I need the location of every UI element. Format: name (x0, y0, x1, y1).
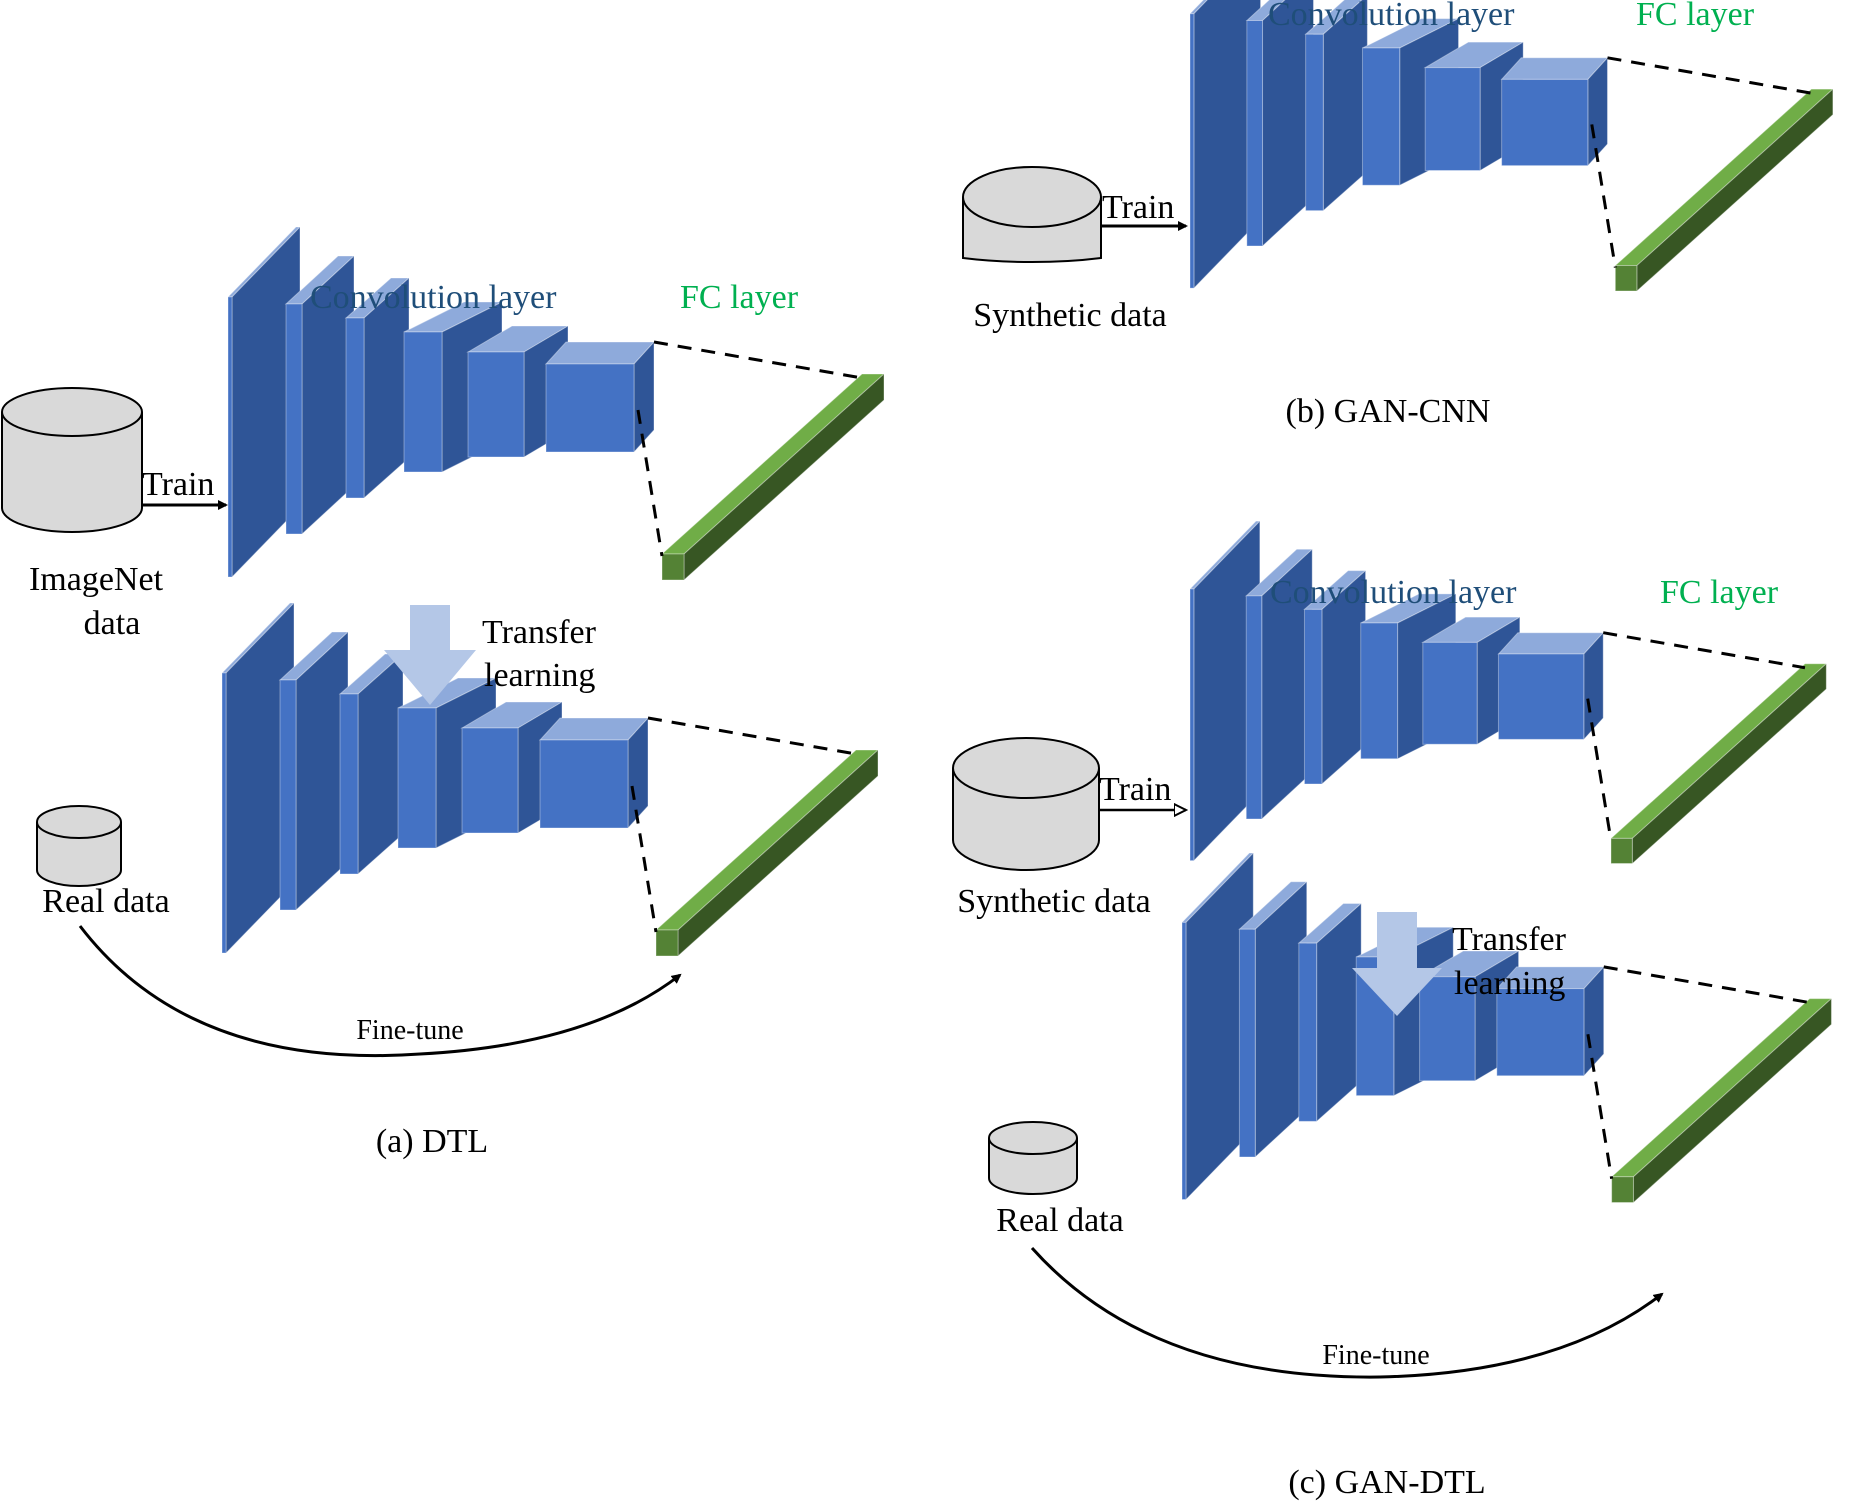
panel-c: Train Synthetic data Convolution layer F… (952, 519, 1833, 1501)
conv-block-6-front (1501, 78, 1589, 167)
caption-b: (b) GAN-CNN (1286, 393, 1491, 430)
caption-c: (c) GAN-DTL (1288, 1464, 1485, 1501)
conv-block-3-front (339, 693, 359, 875)
connector-dashed-upper (653, 340, 863, 380)
finetune-label-c: Fine-tune (1322, 1340, 1429, 1371)
fc-bar-side (683, 372, 885, 582)
connector-dashed-upper (1602, 631, 1806, 670)
synthetic-database-icon-b (962, 166, 1102, 264)
connector-dashed-upper (1603, 965, 1810, 1005)
fc-bar-front (661, 553, 685, 581)
finetune-arrow-c (1030, 1246, 1664, 1379)
panel-a-bottom-network (220, 601, 880, 958)
fc-layer-label-a: FC layer (680, 279, 799, 316)
transfer-label-a-line1: Transfer (482, 614, 597, 651)
fc-bar-front (1614, 265, 1638, 292)
caption-a: (a) DTL (376, 1123, 488, 1160)
connector-dashed-lower (630, 785, 658, 933)
conv-layer-label-c: Convolution layer (1270, 574, 1517, 611)
transfer-arrow-a (384, 605, 476, 705)
imagenet-label-line1: ImageNet (29, 561, 164, 598)
connector-dashed-lower (1590, 124, 1617, 268)
train-label-a: Train (142, 466, 214, 503)
conv-block-4-front (403, 331, 443, 473)
panel-c-top-network (1188, 519, 1828, 865)
connector-dashed-lower (636, 409, 664, 557)
panel-b-network (1188, 0, 1835, 293)
transfer-arrow-c (1352, 912, 1442, 1016)
conv-block-1-front (221, 672, 227, 954)
conv-block-4-front (1360, 622, 1399, 760)
transfer-label-c-line1: Transfer (1452, 921, 1567, 958)
connector-dashed-upper (1607, 56, 1812, 95)
conv-block-1-front (1189, 13, 1195, 289)
conv-block-5-front (467, 351, 525, 458)
fc-bar-side (1636, 88, 1834, 293)
real-data-database-icon-a (36, 805, 122, 887)
panel-b: Train Synthetic data Convolution layer F… (962, 0, 1835, 430)
conv-block-6-front (539, 739, 629, 829)
conv-block-1-front (227, 296, 233, 578)
conv-block-6-front (1496, 988, 1585, 1077)
finetune-label-a: Fine-tune (356, 1015, 463, 1046)
conv-block-2-front (1245, 595, 1263, 820)
transfer-label-c-line2: learning (1454, 965, 1565, 1002)
conv-block-5-front (461, 727, 519, 834)
conv-block-6-front (545, 363, 635, 453)
fc-bar-top (654, 749, 880, 931)
fc-bar-front (1611, 1176, 1634, 1204)
conv-block-1-front (1181, 921, 1187, 1201)
train-label-b: Train (1102, 189, 1174, 226)
synthetic-label-c: Synthetic data (957, 883, 1151, 920)
imagenet-database-icon (1, 387, 143, 533)
real-data-label-c: Real data (996, 1202, 1123, 1239)
conv-block-3-front (1303, 608, 1323, 785)
fc-bar-side (677, 748, 879, 958)
conv-block-2-front (1238, 928, 1256, 1158)
conv-block-5-front (1422, 641, 1478, 745)
conv-block-6-front (1497, 653, 1585, 740)
conv-block-2-front (285, 303, 303, 535)
conv-block-4-front (1361, 47, 1401, 186)
connector-dashed-upper (647, 716, 857, 756)
finetune-arrow-a (78, 925, 682, 1058)
conv-block-4-front (397, 707, 437, 849)
train-label-c: Train (1099, 771, 1171, 808)
conv-block-3-front (1298, 942, 1318, 1122)
conv-layer-label-a: Convolution layer (310, 279, 557, 316)
real-data-label-a: Real data (42, 883, 169, 920)
imagenet-label-line2: data (84, 605, 141, 642)
fc-bar-top (1609, 663, 1828, 839)
connector-dashed-lower (1586, 1033, 1614, 1180)
conv-block-5-front (1419, 976, 1476, 1082)
transfer-label-a-line2: learning (484, 657, 595, 694)
fc-bar-side (1631, 662, 1827, 865)
conv-layer-label-b: Convolution layer (1268, 0, 1515, 33)
panel-c-bottom-network (1180, 851, 1833, 1204)
fc-layer-label-b: FC layer (1636, 0, 1755, 33)
fc-bar-front (655, 929, 679, 957)
fc-bar-top (1610, 998, 1833, 1178)
conv-block-3-front (1305, 33, 1324, 212)
panel-a: Train ImageNet data Convolution layer FC… (1, 225, 886, 1160)
conv-block-1-front (1189, 588, 1195, 862)
conv-block-2-front (279, 679, 297, 911)
conv-block-3-front (345, 317, 365, 499)
conv-block-2-front (1246, 20, 1264, 247)
panel-a-top-network (226, 225, 886, 582)
fc-bar-top (660, 373, 886, 555)
synthetic-database-icon-c (952, 737, 1100, 871)
fc-bar-side (1632, 997, 1832, 1204)
fc-layer-label-c: FC layer (1660, 574, 1779, 611)
fc-bar-top (1614, 88, 1835, 267)
conv-block-5-front (1424, 67, 1481, 171)
synthetic-label-b: Synthetic data (973, 297, 1167, 334)
fc-bar-front (1610, 837, 1633, 865)
real-data-database-icon-c (988, 1121, 1078, 1195)
